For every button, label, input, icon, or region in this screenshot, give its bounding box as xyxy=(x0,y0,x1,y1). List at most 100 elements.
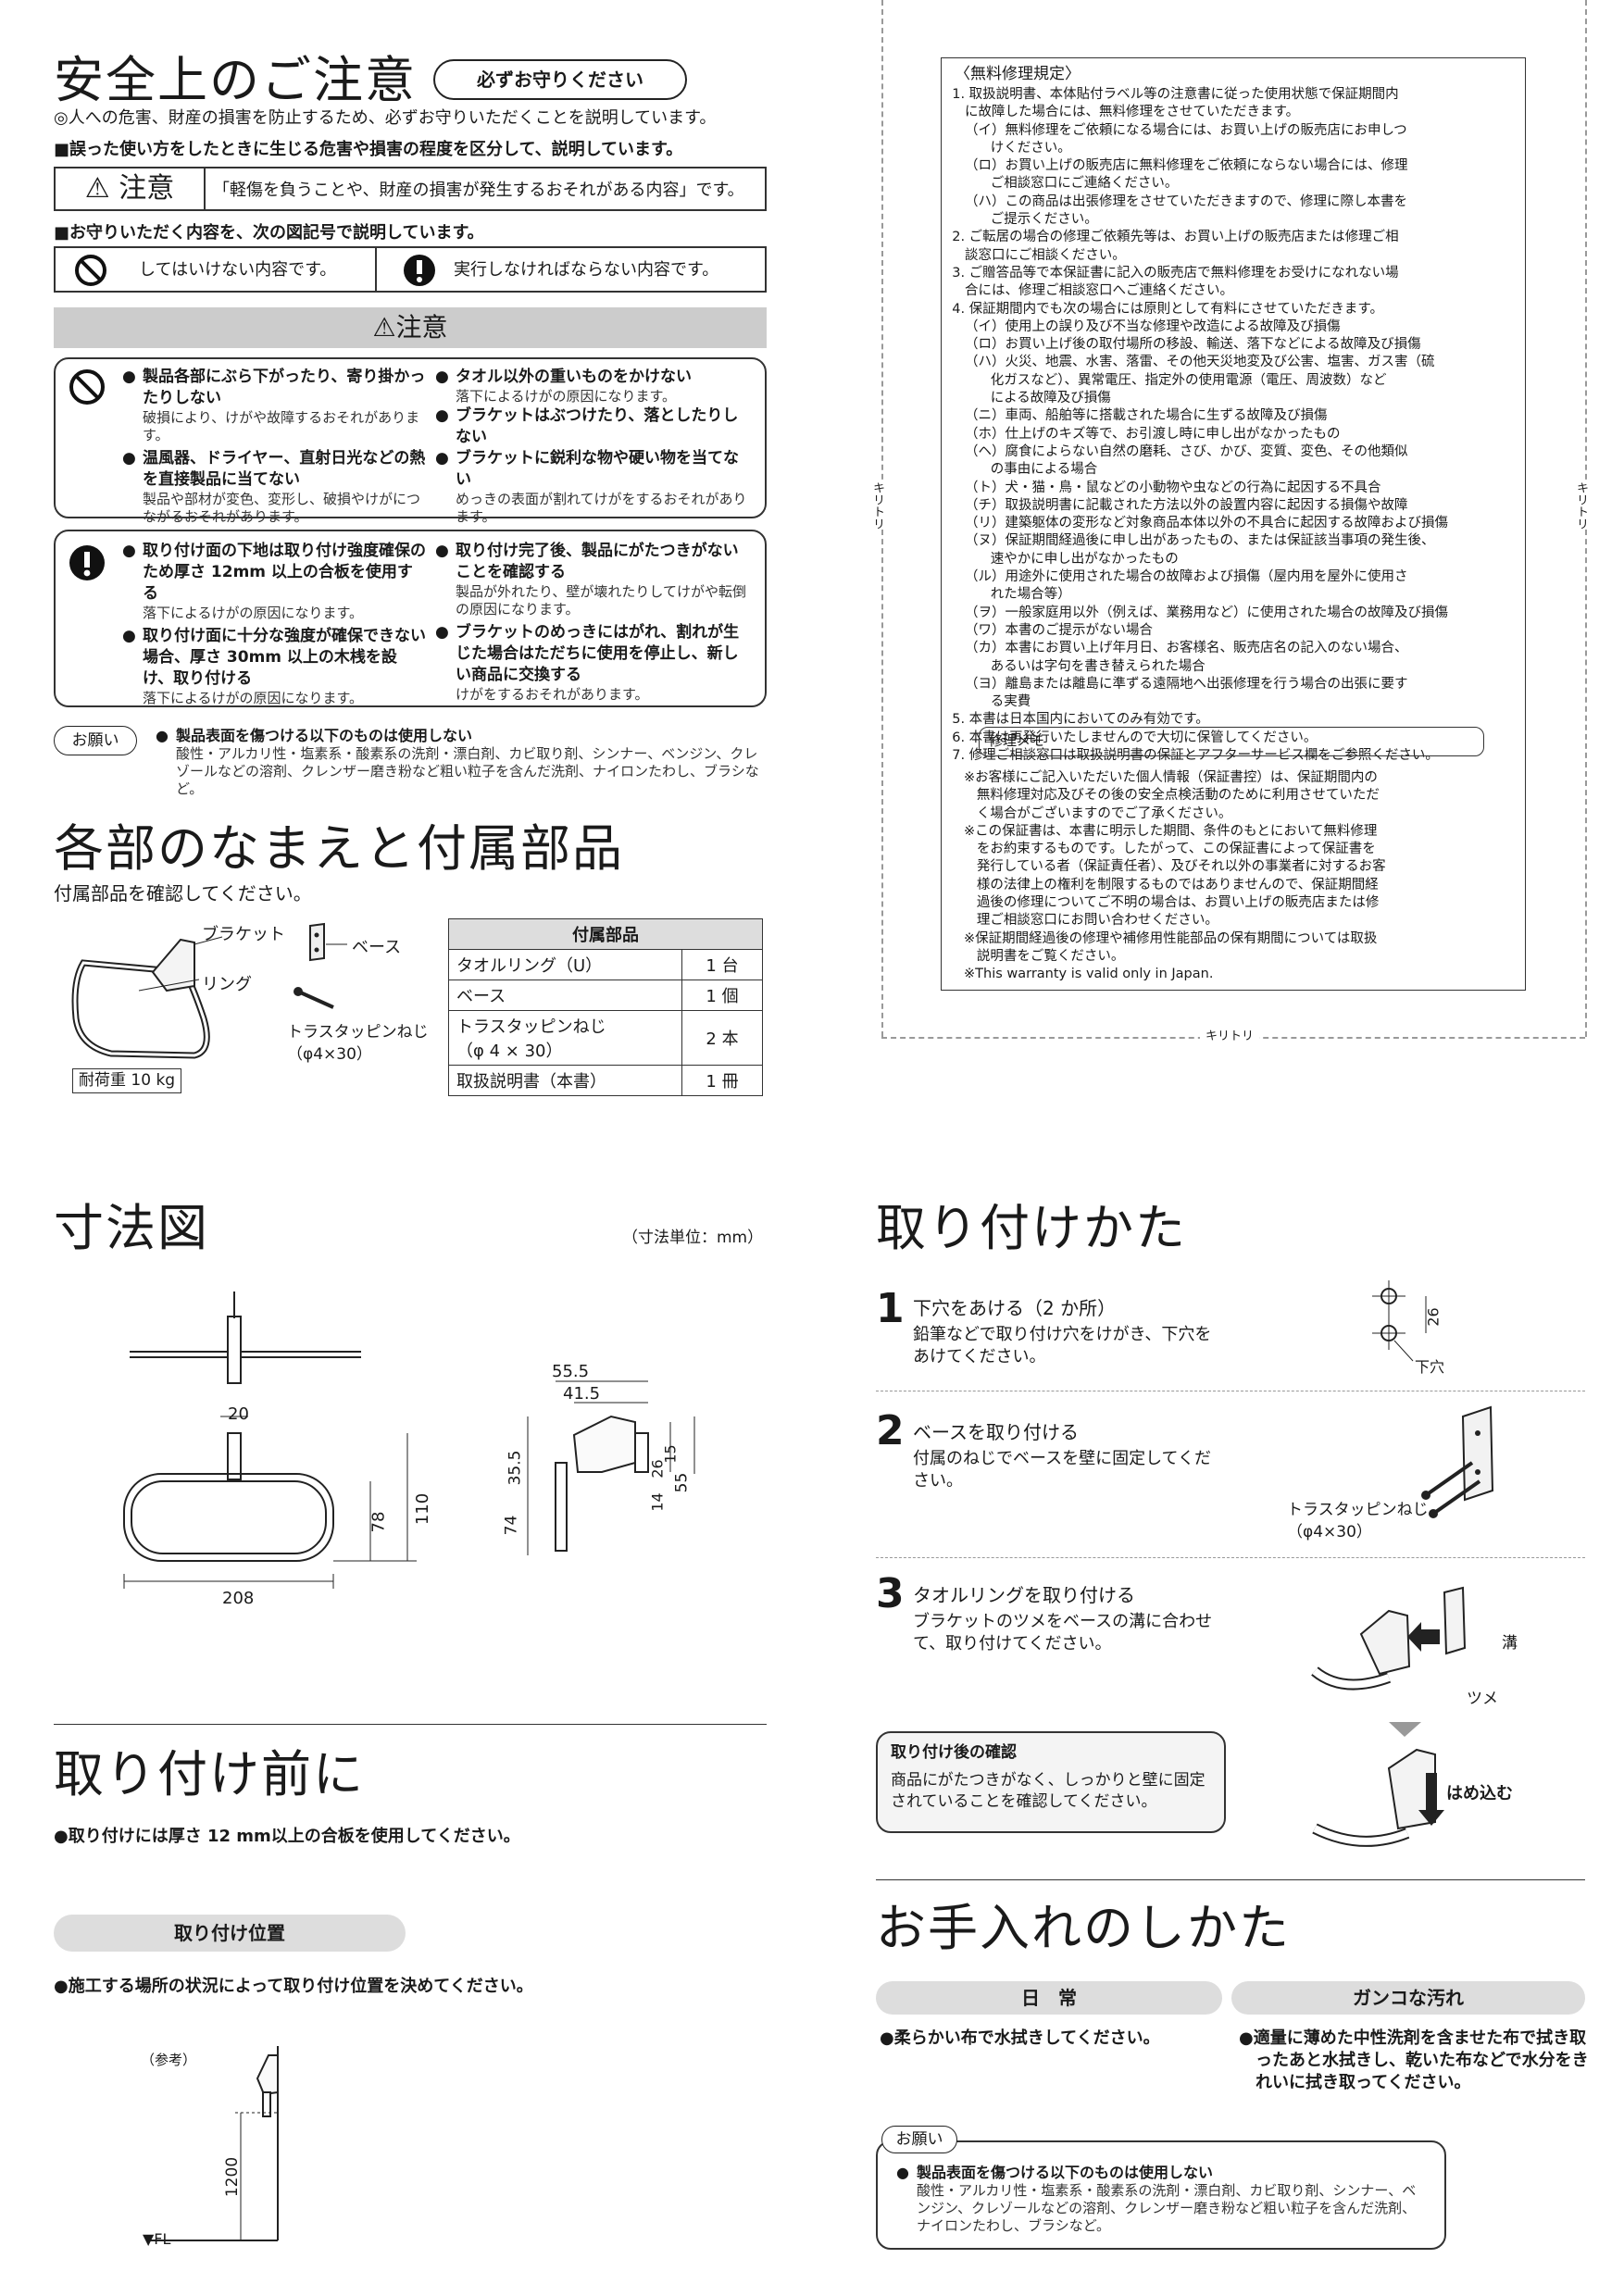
warranty-line: （イ）使用上の誤り及び不当な修理や改造による故障及び損傷 xyxy=(943,318,1341,334)
dimension-unit: （寸法単位：mm） xyxy=(622,1229,764,1247)
tough-stain-text: ●適量に薄めた中性洗剤を含ませた布で拭き取ったあと水拭きし、乾いた布などで水分を… xyxy=(1239,2028,1589,2092)
warranty-note: ※この保証書は、本書に明示した期間、条件のもとにおいて無料修理 xyxy=(964,823,1378,839)
dim-78: 78 xyxy=(369,1511,389,1533)
groove-label: 溝 xyxy=(1502,1634,1518,1653)
symbol-legend-box: してはいけない内容です。 実行しなければならない内容です。 xyxy=(54,246,767,293)
step-2-screw-label: トラスタッピンねじ xyxy=(1287,1501,1429,1519)
claw-label: ツメ xyxy=(1467,1690,1498,1708)
list-item: ブラケットはぶつけたり、落としたりしない xyxy=(435,406,750,448)
position-note: ●施工する場所の状況によって取り付け位置を決めてください。 xyxy=(54,1977,533,1996)
floor-level-label: ▼FL xyxy=(143,2230,171,2248)
legend-title: ■お守りいただく内容を、次の図記号で説明しています。 xyxy=(54,223,484,243)
caution-definition-box: ⚠ 注意 「軽傷を負うことや、財産の損害が発生するおそれがある内容」です。 xyxy=(54,167,767,211)
mandatory-list-left: 取り付け面の下地は取り付け強度確保のため厚さ 12mm 以上の合板を使用する落下… xyxy=(122,541,428,707)
warranty-line: （ヌ）保証期間経過後に申し出があったもの、または保証該当事項の発生後、 xyxy=(943,533,1435,549)
parts-subtitle: 付属部品を確認してください。 xyxy=(54,882,312,905)
step-2-screw-size: （φ4×30） xyxy=(1287,1523,1372,1541)
onegai-badge: お願い xyxy=(54,726,137,755)
warranty-line: けください。 xyxy=(943,140,1071,156)
warranty-line: ご相談窓口にご連絡ください。 xyxy=(943,176,1179,192)
warning-triangle-icon: ⚠ xyxy=(84,172,110,205)
towel-ring-attach-diagram xyxy=(1311,1586,1467,1847)
warranty-line: 化ガスなど）、異常電圧、指定外の使用電源（電圧、周波数）など xyxy=(943,372,1387,388)
push-in-label: はめ込む xyxy=(1446,1784,1513,1803)
label-base: ベース xyxy=(352,938,402,957)
daily-care-text: ●柔らかい布で水拭きしてください。 xyxy=(880,2028,1160,2048)
step-1-number: 1 xyxy=(876,1285,905,1332)
warranty-title: 〈無料修理規定〉 xyxy=(955,65,1081,83)
care-onegai-list: 製品表面を傷つける以下のものは使用しない酸性・アルカリ性・塩素系・酸素系の洗剤・… xyxy=(896,2163,1424,2235)
mount-height-value: 1200 xyxy=(223,2156,243,2198)
label-screw: トラスタッピンねじ xyxy=(287,1023,429,1042)
pilot-hole-label: 下穴 xyxy=(1415,1358,1445,1376)
list-item: 製品表面を傷つける以下のものは使用しない酸性・アルカリ性・塩素系・酸素系の洗剤・… xyxy=(896,2163,1424,2235)
warranty-line: （ロ）お買い上げの販売店に無料修理をご依頼にならない場合には、修理 xyxy=(943,158,1408,174)
warranty-note: 無料修理対応及びその後の安全点検活動のために利用させていただ xyxy=(964,788,1380,804)
pilot-hole-distance: 26 xyxy=(1424,1307,1443,1327)
warranty-free-repair-box: 〈無料修理規定〉 1. 取扱説明書、本体貼付ラベル等の注意書に従った使用状態で保… xyxy=(941,57,1526,991)
warranty-note: ※お客様にご記入いただいた個人情報（保証書控）は、保証期間内の xyxy=(964,770,1378,785)
mounting-height-diagram xyxy=(148,2046,279,2241)
list-item: 製品各部にぶら下がったり、寄り掛かったりしない破損により、けがや故障するおそれが… xyxy=(122,367,428,444)
dim-110: 110 xyxy=(413,1492,433,1526)
towel-ring-illustration xyxy=(71,922,347,1059)
dimension-drawing xyxy=(123,1292,695,1589)
warranty-note: 説明書をご覧ください。 xyxy=(964,948,1125,964)
mandatory-items-box: 取り付け面の下地は取り付け強度確保のため厚さ 12mm 以上の合板を使用する落下… xyxy=(54,530,767,707)
step-3-body: ブラケットのツメをベースの溝に合わせて、取り付けてください。 xyxy=(913,1612,1213,1653)
install-title: 取り付けかた xyxy=(876,1199,1187,1257)
prohibit-list-left: 製品各部にぶら下がったり、寄り掛かったりしない破損により、けがや故障するおそれが… xyxy=(122,367,428,526)
prohibit-icon xyxy=(74,254,107,287)
warranty-note: 過後の修理についてご不明の場合は、お買い上げの販売店または修 xyxy=(964,895,1380,911)
dim-35-5: 35.5 xyxy=(506,1450,525,1486)
warranty-line: 速やかに申し出がなかったもの xyxy=(943,551,1179,567)
table-row: タオルリング（U）1 台 xyxy=(448,949,763,980)
warranty-note: ※保証期間経過後の修理や補修用性能部品の保有期間については取扱 xyxy=(964,930,1378,946)
memo-label: 修理メモ xyxy=(989,732,1045,749)
warranty-note: く場合がございますのでご了承ください。 xyxy=(964,805,1232,821)
prohibit-items-box: 製品各部にぶら下がったり、寄り掛かったりしない破損により、けがや故障するおそれが… xyxy=(54,357,767,525)
before-title: 取り付け前に xyxy=(54,1745,365,1803)
step-2-body: 付属のねじでベースを壁に固定してください。 xyxy=(913,1449,1212,1491)
warranty-line: 4. 保証期間内でも次の場合には原則として有料にさせていただきます。 xyxy=(943,301,1383,317)
safety-intro1: ◎人への危害、財産の損害を防止するため、必ずお守りいただくことを説明しています。 xyxy=(54,108,717,128)
mandatory-icon xyxy=(69,544,106,581)
dim-55-5: 55.5 xyxy=(552,1362,590,1381)
cut-label-left: キリトリ xyxy=(868,481,886,530)
caution-label: 注意 xyxy=(119,172,175,205)
screw-icon xyxy=(1421,1461,1481,1518)
position-bar: 取り付け位置 xyxy=(54,1915,406,1952)
daily-care-bar: 日 常 xyxy=(876,1981,1222,2015)
dimensions-title: 寸法図 xyxy=(54,1199,209,1257)
list-item: 取り付け完了後、製品にがたつきがないことを確認する製品が外れたり、壁が壊れたりし… xyxy=(435,541,750,618)
warranty-line: に故障した場合には、無料修理をさせていただきます。 xyxy=(943,105,1300,120)
warranty-line: 6. 本書は再発行いたしませんので大切に保管してください。 xyxy=(943,730,1318,745)
dim-55: 55 xyxy=(672,1472,692,1493)
list-item: ブラケットに鋭利な物や硬い物を当てないめっきの表面が割れてけがをするおそれがあり… xyxy=(435,448,750,526)
warranty-line: （ホ）仕上げのキズ等で、お引渡し時に申し出がなかったもの xyxy=(943,426,1341,442)
warranty-line: 7. 修理ご相談窓口は取扱説明書の保証とアフターサービス欄をご参照ください。 xyxy=(943,747,1439,763)
warranty-line: 1. 取扱説明書、本体貼付ラベル等の注意書に従った使用状態で保証期間内 xyxy=(943,87,1399,102)
dim-74: 74 xyxy=(502,1515,521,1536)
dim-15: 15 xyxy=(661,1444,680,1464)
warranty-line: （ロ）お買い上げ後の取付場所の移設、輸送、落下などによる故障及び損傷 xyxy=(943,337,1421,353)
table-row: 取扱説明書（本書）1 冊 xyxy=(448,1065,763,1096)
check-head: 取り付け後の確認 xyxy=(891,1743,1017,1762)
warranty-note: 様の法律上の権利を制限するものではありませんので、保証期間経 xyxy=(964,877,1379,892)
warranty-line: （ハ）この商品は出張修理をさせていただきますので、修理に際し本書を xyxy=(943,193,1407,209)
base-mounting-diagram xyxy=(1461,1405,1494,1502)
cut-label-right: キリトリ xyxy=(1572,481,1590,530)
safety-intro2: ■誤った使い方をしたときに生じる危害や損害の程度を区分して、説明しています。 xyxy=(54,140,683,159)
label-screw-size: （φ4×30） xyxy=(287,1045,372,1064)
warranty-note: ※This warranty is valid only in Japan. xyxy=(964,967,1214,982)
caution-description: 「軽傷を負うことや、財産の損害が発生するおそれがある内容」です。 xyxy=(213,181,744,200)
step-2-head: ベースを取り付ける xyxy=(913,1421,1079,1443)
table-header: 付属部品 xyxy=(448,918,763,950)
warranty-line: （ニ）車両、船舶等に搭載された場合に生ずる故障及び損傷 xyxy=(943,408,1328,424)
list-item: 製品表面を傷つける以下のものは使用しない酸性・アルカリ性・塩素系・酸素系の洗剤・… xyxy=(156,726,767,798)
step-1-body: 鉛筆などで取り付け穴をけがき、下穴をあけてください。 xyxy=(913,1325,1212,1366)
list-item: ブラケットのめっきにはがれ、割れが生じた場合はただちに使用を停止し、新しい商品に… xyxy=(435,622,750,704)
